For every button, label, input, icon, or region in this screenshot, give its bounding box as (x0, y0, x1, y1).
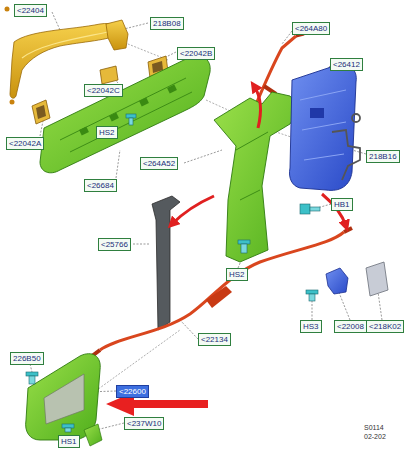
callout-number: <22600 (116, 385, 149, 398)
direction-arrows (106, 86, 346, 416)
callout-number: HS2 (96, 126, 118, 139)
callout-number: <26412 (330, 58, 363, 71)
latch-support (214, 92, 300, 262)
callout-number: <22042A (6, 137, 44, 150)
screw (306, 290, 318, 301)
callout-number: HS2 (226, 268, 248, 281)
seal (152, 196, 180, 330)
callout-number: <237W10 (124, 417, 164, 430)
wire-clip (332, 114, 360, 180)
figure-code: S0114 (364, 424, 384, 432)
callout-number: <264A52 (140, 157, 178, 170)
inner-handle (26, 354, 101, 440)
callout-number: <22042B (177, 47, 215, 60)
screw (62, 424, 74, 432)
marker-dot (10, 100, 15, 105)
callout-number: <26684 (84, 179, 117, 192)
gasket (100, 66, 118, 84)
screw (126, 114, 136, 125)
bolt (300, 204, 320, 214)
callout-number: 226B50 (10, 352, 44, 365)
figure-code: 02-202 (364, 433, 386, 441)
handle-bracket (40, 56, 210, 173)
screw (238, 240, 250, 253)
trim-cap (84, 424, 102, 446)
latch-bracket (326, 268, 348, 294)
callout-number: <25766 (98, 238, 131, 251)
callout-number: <22134 (198, 333, 231, 346)
callout-number: 218B08 (150, 17, 184, 30)
screw (26, 372, 38, 384)
callout-number: <22042C (84, 84, 123, 97)
callout-number: HS3 (300, 320, 322, 333)
gasket (32, 100, 50, 124)
cover-plate (366, 262, 388, 296)
callout-number: HS1 (58, 435, 80, 448)
cable (92, 228, 352, 356)
marker-dot (5, 7, 10, 12)
callout-number: <218K02 (366, 320, 404, 333)
callout-number: 218B16 (366, 150, 400, 163)
callout-number: HB1 (331, 198, 353, 211)
callout-number: <22404 (14, 4, 47, 17)
callout-number: <22008 (334, 320, 367, 333)
callout-number: <264A80 (292, 22, 330, 35)
end-cap (106, 20, 128, 50)
